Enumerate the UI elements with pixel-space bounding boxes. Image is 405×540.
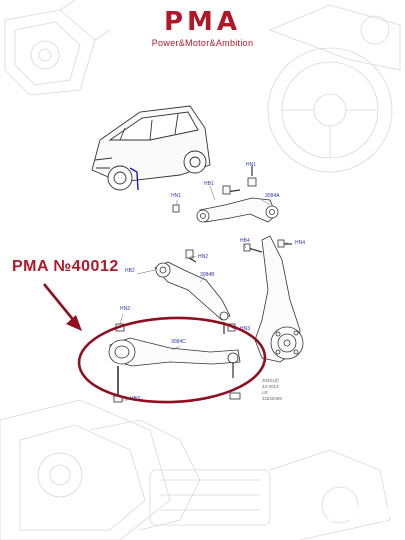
part-label-hn1-left: HN1 (171, 193, 182, 199)
product-number-label: PMA №40012 (12, 258, 119, 275)
part-label-3084b: 3084B (200, 272, 215, 278)
reference-line-4: J3240499 (262, 396, 282, 401)
reference-line-1: 20401(f) (262, 378, 279, 383)
part-label-hn1-top: HN1 (246, 162, 257, 168)
pointer-arrow-head (66, 315, 82, 331)
brand-tagline: Power&Motor&Ambition (151, 38, 254, 48)
reference-line-2: 43-2013 (262, 384, 279, 389)
part-label-3084c: 3084C (171, 339, 186, 345)
part-label-hn3: HN3 (240, 326, 251, 332)
highlight-ellipse (77, 316, 267, 404)
part-label-hb2: HB2 (125, 268, 135, 274)
reference-line-3: LR (262, 390, 268, 395)
pointer-arrow-shaft (42, 283, 77, 323)
avito-logo-icon (286, 503, 307, 524)
part-label-hn2-mid: HN2 (198, 254, 209, 260)
part-label-3084a: 3084A (265, 193, 280, 199)
part-label-hn4: HN4 (295, 240, 306, 246)
part-label-hn2-low: HN2 (120, 306, 131, 312)
diagram-reference: 20401(f) 43-2013 LR J3240499 (262, 378, 282, 402)
part-label-hb4: HB4 (240, 238, 250, 244)
brand-header: PMA Power&Motor&Ambition (0, 8, 405, 48)
brand-logo: PMA (163, 7, 242, 37)
watermark-text: Avito (326, 497, 391, 527)
part-label-hb1: HB1 (204, 181, 214, 187)
